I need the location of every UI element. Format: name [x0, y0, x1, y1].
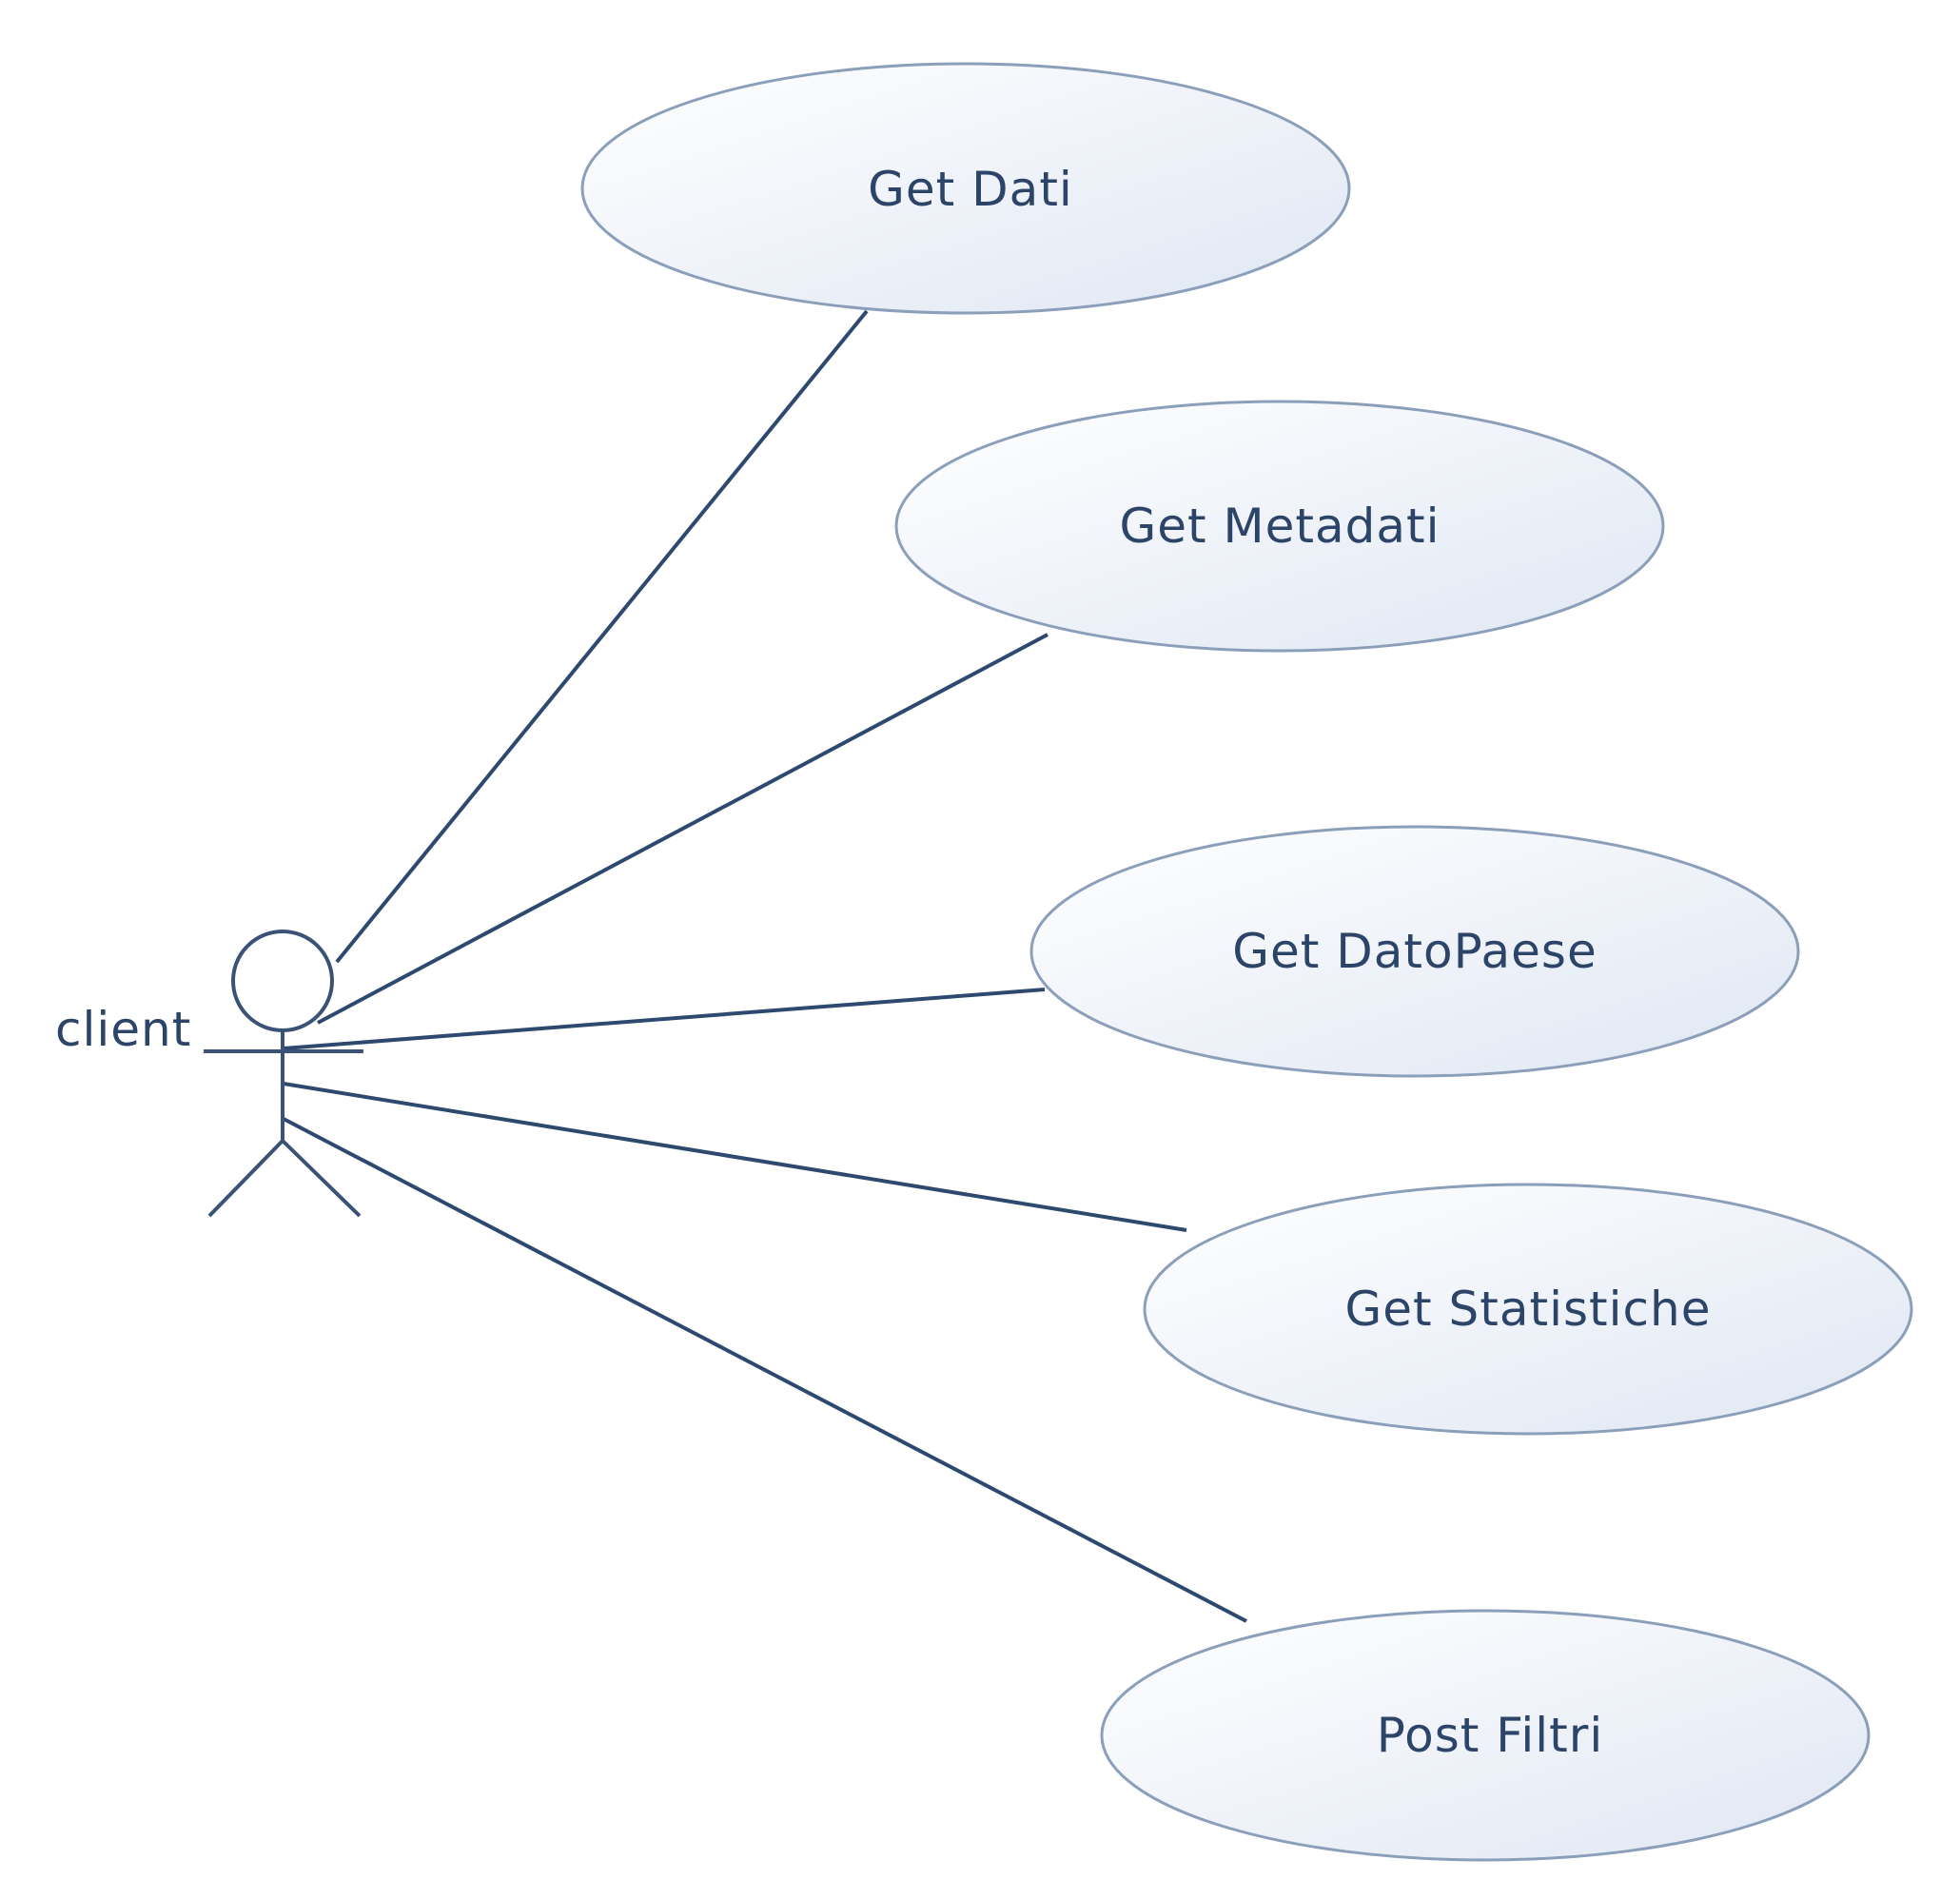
association-get-dati	[335, 309, 869, 964]
actor-head	[231, 930, 334, 1032]
use-case-label: Get Statistiche	[1345, 1282, 1712, 1337]
use-case-ellipse	[1100, 1609, 1871, 1862]
association-get-statistiche	[283, 1082, 1187, 1232]
use-case-ellipse	[894, 400, 1665, 653]
use-case-get-statistiche[interactable]: Get Statistiche	[1143, 1183, 1913, 1436]
actor-label: client	[55, 1002, 191, 1057]
use-case-label: Get Metadati	[1119, 499, 1440, 554]
use-case-label: Post Filtri	[1377, 1708, 1603, 1763]
use-case-ellipse	[580, 62, 1351, 315]
actor-client[interactable]: client	[55, 930, 363, 1218]
use-case-get-metadati[interactable]: Get Metadati	[894, 400, 1665, 653]
use-case-get-dati[interactable]: Get Dati	[580, 62, 1351, 315]
association-get-metadati	[317, 633, 1049, 1025]
use-case-label: Get DatoPaese	[1232, 924, 1597, 979]
actor-left-leg	[207, 1139, 284, 1218]
association-get-datopaese	[283, 988, 1046, 1050]
use-case-get-datopaese[interactable]: Get DatoPaese	[1029, 825, 1800, 1078]
actor-right-leg	[281, 1139, 362, 1218]
use-case-ellipse	[1143, 1183, 1913, 1436]
associations	[283, 309, 1247, 1623]
use-case-ellipse	[1029, 825, 1800, 1078]
use-case-label: Get Dati	[868, 162, 1073, 217]
association-post-filtri	[283, 1117, 1247, 1623]
use-case-post-filtri[interactable]: Post Filtri	[1100, 1609, 1871, 1862]
